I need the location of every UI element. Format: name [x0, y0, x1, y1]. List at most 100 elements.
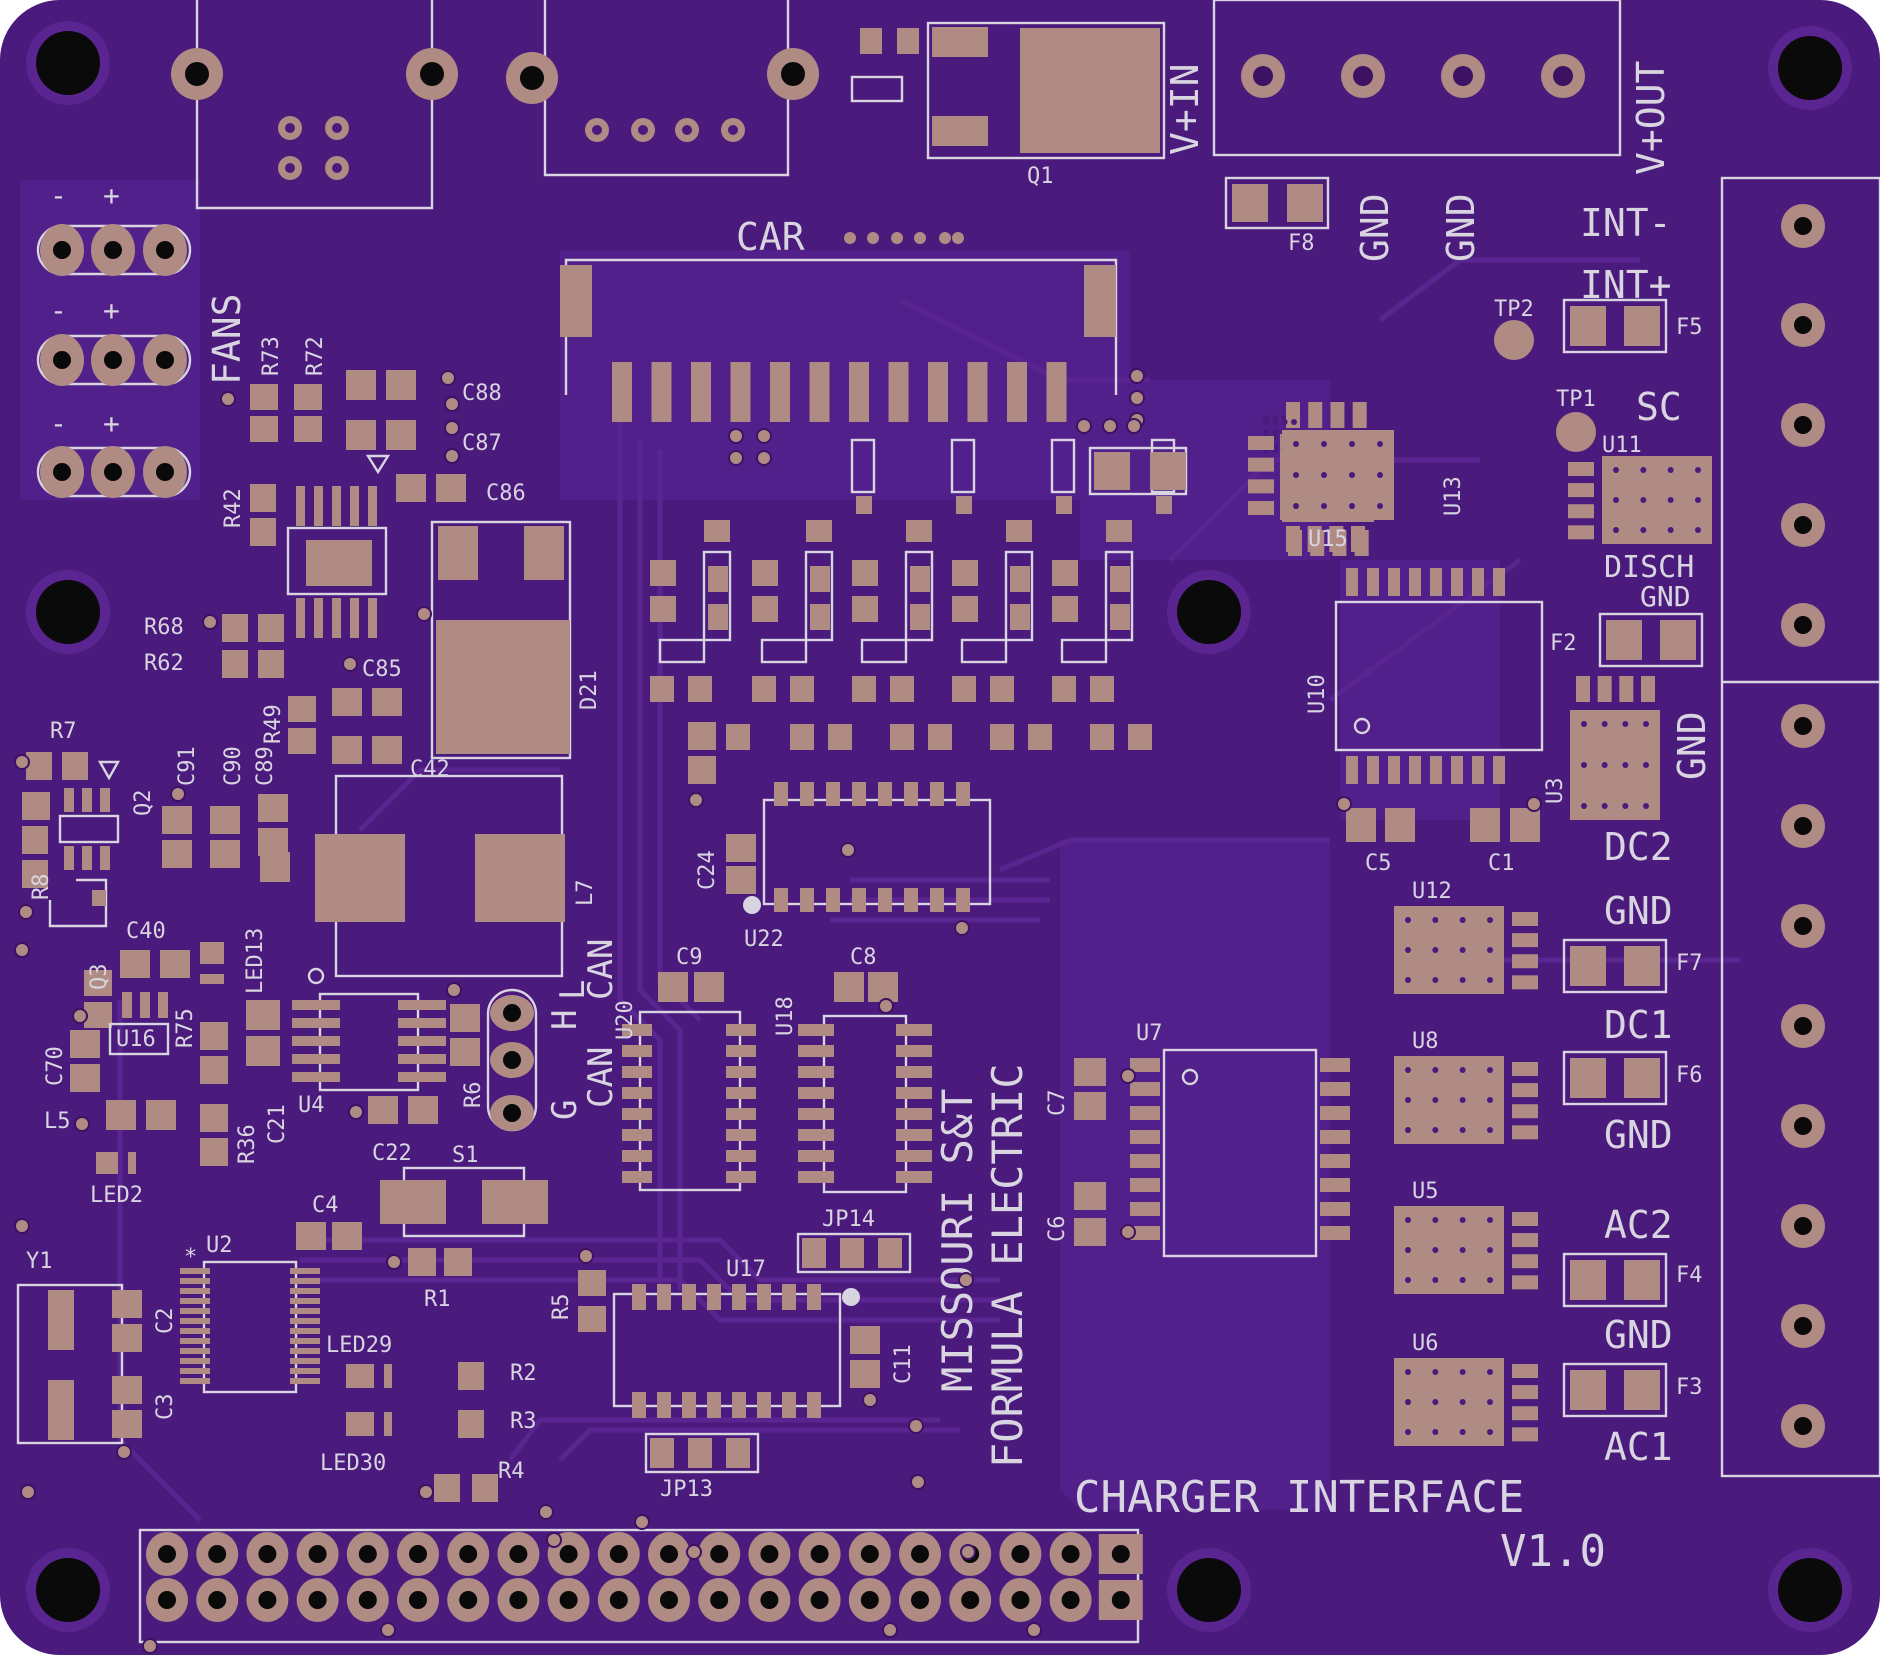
fuses-right: F5 F2 F7 F6 F4 F3: [1550, 298, 1704, 1418]
c9-label: C9: [676, 945, 703, 970]
via-icon: [444, 420, 460, 436]
mounting-hole-icon: [1177, 580, 1241, 644]
fans-headers: FANS - + - + - +: [36, 179, 249, 498]
u2-chip: U2 *: [180, 1233, 320, 1394]
via-icon: [1026, 1622, 1042, 1638]
fan2-plus: +: [103, 294, 120, 327]
via-icon: [416, 606, 432, 622]
gnd-a-label: GND: [1604, 889, 1673, 933]
q1-label: Q1: [1027, 164, 1054, 189]
u4-chip: U4: [292, 992, 446, 1118]
u20-label: U20: [613, 1000, 638, 1040]
u2-label: U2: [206, 1233, 233, 1258]
u22-chip: U22 C24: [695, 782, 992, 952]
r4-label: R4: [498, 1459, 525, 1484]
status-leds: LED29 R2 LED30 R3 R4 R1 C4 C2 C3: [112, 1193, 537, 1502]
gnd-b-label: GND: [1604, 1113, 1673, 1157]
f3-label: F3: [1676, 1375, 1703, 1400]
r49-label: R49: [261, 704, 286, 744]
ac1-label: AC1: [1604, 1425, 1673, 1469]
c21-label: C21: [265, 1104, 290, 1144]
gnd-side-label: GND: [1670, 711, 1714, 780]
via-icon: [1120, 1224, 1136, 1240]
tp1-label: TP1: [1556, 387, 1596, 412]
u6-label: U6: [1412, 1331, 1439, 1356]
via-icon: [756, 450, 772, 466]
can-h-label: H: [545, 1010, 585, 1030]
c5-label: C5: [1365, 851, 1392, 876]
team-name-line2: FORMULA ELECTRIC: [983, 1063, 1032, 1468]
via-icon: [960, 1544, 976, 1560]
power-terminal-block: V+OUT GND GND: [1212, 0, 1673, 262]
u3-label: U3: [1543, 778, 1568, 805]
crystal-y1: Y1: [16, 1249, 124, 1445]
jp14-label: JP14: [822, 1207, 875, 1232]
c11-label: C11: [891, 1344, 916, 1384]
via-icon: [1102, 418, 1118, 434]
via-icon: [840, 842, 856, 858]
via-icon: [910, 1474, 926, 1490]
c4-label: C4: [312, 1193, 339, 1218]
s1-label: S1: [452, 1143, 479, 1168]
c1-label: C1: [1488, 851, 1515, 876]
u17-chip: U17 C11 R5: [549, 1257, 916, 1418]
via-icon: [202, 614, 218, 630]
u5-label: U5: [1412, 1179, 1439, 1204]
board-version: V1.0: [1500, 1526, 1606, 1577]
via-icon: [1129, 368, 1145, 384]
via-icon: [908, 1418, 924, 1434]
can-l-label: L: [553, 980, 593, 1000]
via-icon: [342, 656, 358, 672]
via-icon: [882, 1622, 898, 1638]
dc2-label: DC2: [1604, 825, 1673, 869]
car-label: CAR: [736, 215, 805, 259]
can-label-2: CAN: [581, 939, 621, 1000]
u15-label: U15: [1308, 527, 1348, 552]
int-minus-label: INT-: [1580, 201, 1672, 245]
gnd-label-1: GND: [1353, 193, 1397, 262]
via-icon: [634, 1514, 650, 1530]
r5-label: R5: [549, 1294, 574, 1321]
via-icon: [72, 1008, 88, 1024]
f5-label: F5: [1676, 315, 1703, 340]
right-terminal-block: INT- INT+ SC DISCH GND GND DC2 GND DC1 G…: [1580, 176, 1880, 1478]
c8-label: C8: [850, 945, 877, 970]
pin1-marker: *: [184, 1245, 197, 1270]
f7-label: F7: [1676, 951, 1703, 976]
led2-label: LED2: [90, 1183, 143, 1208]
can-label-1: CAN: [581, 1047, 621, 1108]
fan2-minus: -: [50, 294, 67, 327]
u4-label: U4: [298, 1093, 325, 1118]
car-connector: CAR: [560, 215, 1118, 422]
mounting-hole-icon: [1778, 36, 1842, 100]
gnd-c-label: GND: [1604, 1313, 1673, 1357]
via-icon: [446, 982, 462, 998]
led13-label: LED13: [243, 928, 268, 994]
via-icon: [380, 1622, 396, 1638]
fuse-f8: F8: [1224, 176, 1330, 256]
gnd-label-2: GND: [1439, 193, 1483, 262]
via-icon: [728, 450, 744, 466]
r6-label: R6: [461, 1082, 486, 1109]
via-icon: [862, 1392, 878, 1408]
mounting-holes: [26, 21, 1852, 1632]
sc-label: SC: [1636, 385, 1682, 429]
board-title: CHARGER INTERFACE: [1074, 1472, 1524, 1523]
c86-label: C86: [486, 481, 526, 506]
u7-chip: U7 C7 C6: [1045, 1021, 1350, 1258]
u16-label: U16: [116, 1027, 156, 1052]
v-in-label: V+IN: [1163, 63, 1207, 155]
jp13-label: JP13: [660, 1477, 713, 1502]
disch-gnd-label: GND: [1640, 580, 1691, 613]
c70-label: C70: [43, 1046, 68, 1086]
via-icon: [14, 754, 30, 770]
top-left-connectors: [171, 0, 819, 210]
r8-label: R8: [29, 874, 54, 901]
u20-u18-chips: U20 U18 C9 C8: [613, 945, 932, 1194]
mounting-hole-icon: [36, 31, 100, 95]
via-icon: [756, 428, 772, 444]
u22-label: U22: [744, 927, 784, 952]
via-icon: [220, 391, 236, 407]
can-g-label-1: G: [545, 1100, 585, 1120]
